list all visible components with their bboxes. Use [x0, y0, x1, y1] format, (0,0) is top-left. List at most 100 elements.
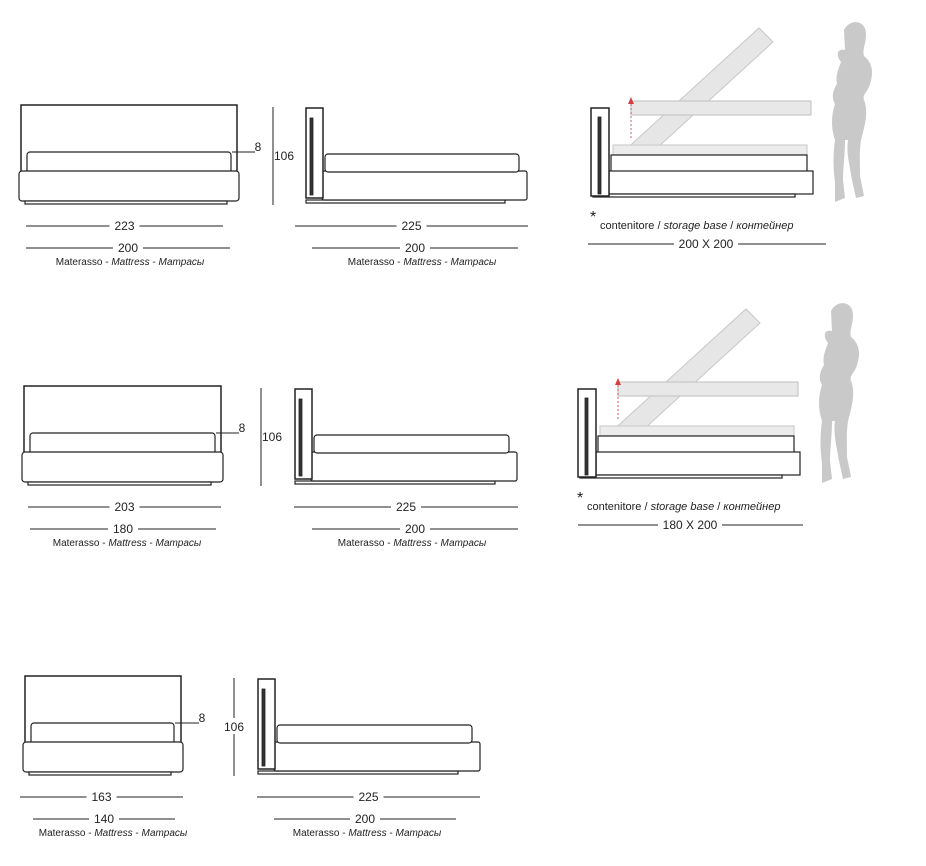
human-silhouette-icon — [819, 303, 859, 483]
mattress — [324, 153, 520, 173]
headboard-panel — [597, 116, 602, 195]
mattress-width-value: 140 — [94, 812, 114, 826]
headboard-panel — [584, 397, 589, 476]
mattress-caption: Materasso - Mattress - Матрасы — [53, 538, 202, 549]
caption-mattress_ru: Матрасы — [159, 257, 205, 268]
headboard — [294, 388, 313, 480]
mattress-caption: Materasso - Mattress - Матрасы — [293, 828, 442, 839]
mattress-width-value: 200 — [118, 241, 138, 255]
bed-base — [22, 741, 184, 773]
base-mattress-ghost — [599, 425, 795, 437]
caption-mattress_ru: Матрасы — [451, 257, 497, 268]
plinth — [592, 193, 796, 198]
caption-mattress_en: Mattress — [108, 538, 146, 549]
caption-separator: - — [147, 538, 156, 549]
storage-caption: contenitore / storage base / контейнер — [587, 501, 780, 513]
mattress-length-value: 200 — [405, 241, 425, 255]
mattress — [313, 434, 510, 454]
raised-mattress-ghost — [630, 100, 812, 116]
bed-base — [321, 170, 528, 201]
base-mattress-ghost — [612, 144, 808, 156]
caption-separator: - — [384, 538, 393, 549]
caption-mattress_it: Materasso — [293, 828, 340, 839]
caption-storage_ru: контейнер — [736, 220, 793, 232]
overall-length-value: 225 — [396, 500, 416, 514]
caption-storage_it: contenitore — [587, 501, 641, 513]
overall-width-value: 203 — [114, 500, 134, 514]
lift-arrow-head-icon — [615, 378, 621, 385]
height-value: 106 — [274, 149, 294, 163]
caption-mattress_en: Mattress — [348, 828, 386, 839]
caption-slash: / — [654, 220, 663, 232]
mattress-width-value: 180 — [113, 522, 133, 536]
headboard-depth-value: 8 — [199, 711, 206, 725]
caption-separator: - — [394, 257, 403, 268]
caption-separator: - — [387, 828, 396, 839]
caption-slash: / — [641, 501, 650, 513]
human-silhouette-icon — [832, 22, 872, 202]
caption-separator: - — [432, 538, 441, 549]
bed-base — [595, 451, 801, 476]
caption-mattress_it: Materasso — [338, 538, 385, 549]
caption-mattress_en: Mattress — [111, 257, 149, 268]
caption-storage_it: contenitore — [600, 220, 654, 232]
headboard-panel — [309, 117, 314, 196]
caption-separator: - — [102, 257, 111, 268]
caption-mattress_en: Mattress — [403, 257, 441, 268]
storage-view-2: * contenitore / storage base / контейнер 1… — [577, 303, 859, 532]
storage-asterisk: * — [590, 209, 596, 226]
bed-base — [310, 451, 518, 482]
mattress-caption: Materasso - Mattress - Матрасы — [56, 257, 205, 268]
caption-separator: - — [150, 257, 159, 268]
plinth — [579, 474, 783, 479]
mattress — [597, 435, 795, 454]
mattress — [610, 154, 808, 173]
headboard-depth-value: 8 — [239, 421, 246, 435]
caption-separator: - — [133, 828, 142, 839]
headboard-depth-value: 8 — [255, 140, 262, 154]
caption-mattress_ru: Матрасы — [142, 828, 188, 839]
caption-separator: - — [442, 257, 451, 268]
caption-mattress_ru: Матрасы — [156, 538, 202, 549]
bed-base — [18, 170, 240, 202]
caption-mattress_it: Materasso — [39, 828, 86, 839]
overall-width-value: 223 — [114, 219, 134, 233]
mattress-caption: Materasso - Mattress - Матрасы — [348, 257, 497, 268]
caption-separator: - — [99, 538, 108, 549]
caption-storage_en: storage base — [651, 501, 715, 513]
bed-base — [21, 451, 224, 483]
plinth — [24, 200, 228, 205]
caption-separator: - — [339, 828, 348, 839]
storage-caption: contenitore / storage base / контейнер — [600, 220, 793, 232]
headboard-panel — [298, 398, 303, 477]
height-value: 106 — [224, 720, 244, 734]
caption-mattress_it: Materasso — [348, 257, 395, 268]
raised-mattress-ghost — [617, 381, 799, 397]
mattress — [276, 724, 473, 744]
caption-slash: / — [727, 220, 736, 232]
overall-length-value: 225 — [358, 790, 378, 804]
plinth — [27, 481, 212, 486]
storage-view-1: *contenitore / storage base / контейнер2… — [588, 22, 872, 251]
headboard — [257, 678, 276, 770]
bed-base — [608, 170, 814, 195]
caption-slash: / — [714, 501, 723, 513]
storage-asterisk: * — [577, 490, 583, 507]
caption-mattress_en: Mattress — [94, 828, 132, 839]
storage-size-value: 180 X 200 — [663, 518, 718, 532]
caption-storage_en: storage base — [664, 220, 728, 232]
storage-size-value: 200 X 200 — [679, 237, 734, 251]
mattress-length-value: 200 — [355, 812, 375, 826]
mattress-caption: Materasso - Mattress - Матрасы — [338, 538, 487, 549]
mattress-caption: Materasso - Mattress - Матрасы — [39, 828, 188, 839]
bed-base — [273, 741, 481, 772]
headboard-panel — [261, 688, 266, 767]
